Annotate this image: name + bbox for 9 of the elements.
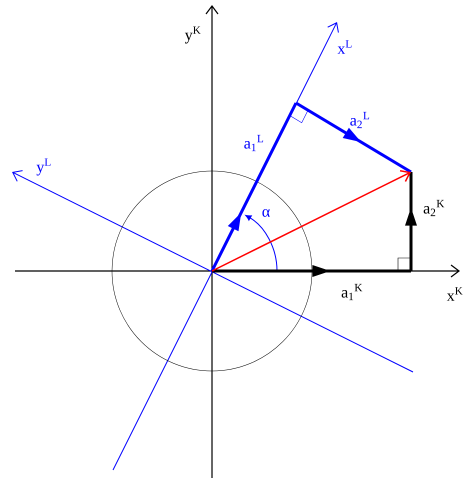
vector-label: a$_{1}$K bbox=[342, 284, 362, 300]
axis-label: y$^{L}$ bbox=[36, 158, 50, 176]
vector-label: a$_{2}$K bbox=[424, 200, 444, 216]
axis-label: x$^{K}$ bbox=[446, 287, 463, 301]
vector-label: a$_{1}$L bbox=[244, 134, 264, 152]
vector-label: a$_{2}$L bbox=[350, 112, 370, 128]
axis-label: y$^{K}$ bbox=[184, 26, 201, 44]
axis-label: x$^{L}$ bbox=[337, 40, 352, 54]
angle-label: α bbox=[262, 209, 270, 217]
